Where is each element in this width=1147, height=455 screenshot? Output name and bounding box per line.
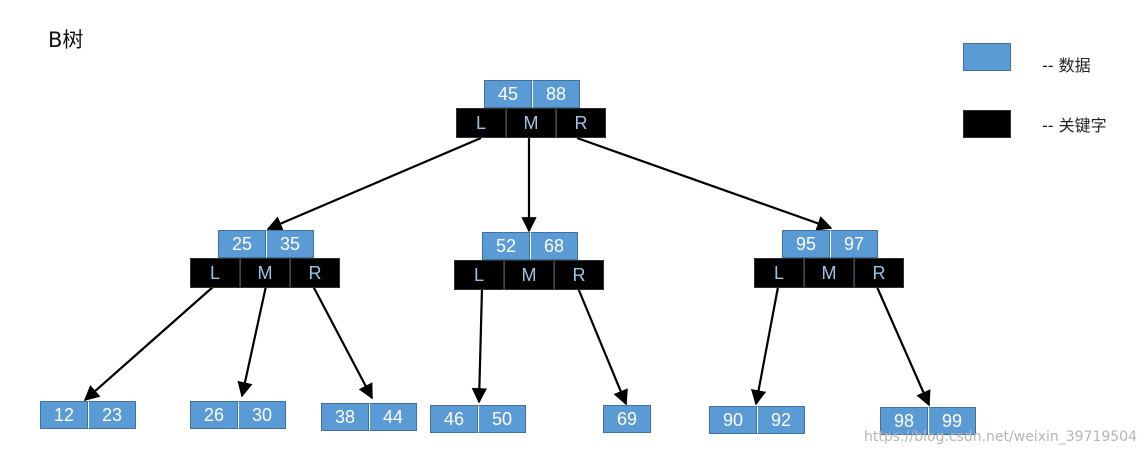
data-cell: 26 [190,401,238,429]
key-cell-l: L [190,258,240,288]
data-cell: 97 [830,230,878,258]
node-95-97: 95 97 L M R [754,230,904,288]
data-cell: 99 [928,407,976,435]
data-cell: 92 [757,406,805,434]
key-cell-l: L [454,260,504,290]
legend-key-label: -- 关键字 [1042,116,1107,135]
edge-n1-m [237,285,268,398]
key-cell-l: L [754,258,804,288]
node-key-row: L M R [454,260,604,290]
legend-key-swatch [963,110,1011,138]
node-25-35: 25 35 L M R [190,230,340,288]
node-key-row: L M R [190,258,340,288]
key-cell-l: L [456,108,506,138]
diagram-title: B树 [48,28,84,52]
leaf-90-92: 90 92 [709,406,805,434]
data-cell: 68 [530,232,578,260]
root-key-row: L M R [456,108,606,138]
data-cell: 46 [430,405,478,433]
leaf-12-23: 12 23 [40,401,136,429]
data-cell: 69 [603,405,651,433]
edge-n3-r [875,286,931,407]
legend-data-swatch [963,43,1011,71]
data-cell: 50 [478,405,526,433]
data-cell: 90 [709,406,757,434]
data-cell: 88 [532,80,580,108]
leaf-46-50: 46 50 [430,405,526,433]
node-data-row: 52 68 [482,232,604,260]
data-cell: 25 [218,230,266,258]
data-cell: 35 [266,230,314,258]
data-cell: 30 [238,401,286,429]
data-cell: 45 [484,80,532,108]
data-cell: 44 [369,403,417,431]
edge-n2-l [471,287,488,404]
edge-n2-r [576,287,628,406]
edge-root-r [576,136,833,231]
key-cell-r: R [554,260,604,290]
key-cell-m: M [504,260,554,290]
leaf-38-44: 38 44 [321,403,417,431]
edge-n1-l [83,285,215,402]
edge-root-l [266,136,482,231]
key-cell-r: R [290,258,340,288]
leaf-69: 69 [603,405,651,433]
legend-data-label: -- 数据 [1042,56,1091,75]
key-cell-m: M [804,258,854,288]
data-cell: 38 [321,403,369,431]
key-cell-m: M [506,108,556,138]
root-node: 45 88 L M R [456,80,606,138]
data-cell: 95 [782,230,830,258]
data-cell: 52 [482,232,530,260]
data-cell: 23 [88,401,136,429]
watermark: https://blog.csdn.net/weixin_39719504 [863,429,1137,445]
node-data-row: 95 97 [782,230,904,258]
edge-n1-r [312,285,373,400]
edge-n3-l [750,286,780,406]
root-data-row: 45 88 [484,80,606,108]
node-52-68: 52 68 L M R [454,232,604,290]
node-key-row: L M R [754,258,904,288]
key-cell-m: M [240,258,290,288]
data-cell: 98 [880,407,928,435]
node-data-row: 25 35 [218,230,340,258]
data-cell: 12 [40,401,88,429]
key-cell-r: R [854,258,904,288]
leaf-26-30: 26 30 [190,401,286,429]
key-cell-r: R [556,108,606,138]
leaf-98-99: 98 99 [880,407,976,435]
